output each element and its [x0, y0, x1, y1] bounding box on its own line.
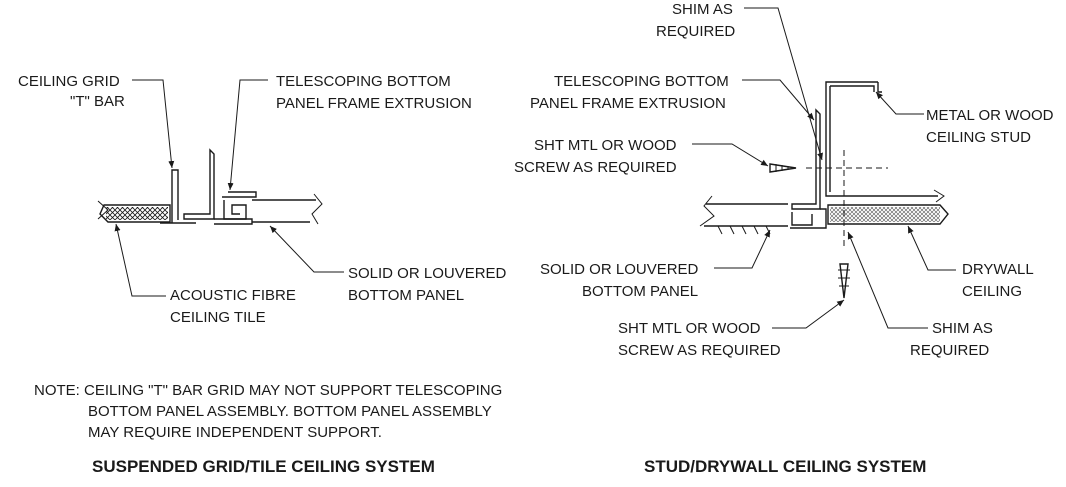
- top-screw-shape: [769, 163, 797, 173]
- ceiling-stud-shape: [825, 81, 945, 203]
- label-shim-bottom-2: REQUIRED: [910, 342, 989, 359]
- label-drywall-1: DRYWALL: [962, 261, 1034, 278]
- label-drywall-2: CEILING: [962, 283, 1022, 300]
- label-screw-bottom-1: SHT MTL OR WOOD: [618, 320, 761, 337]
- label-left-extrusion-1: TELESCOPING BOTTOM: [276, 73, 451, 90]
- label-right-panel-2: BOTTOM PANEL: [582, 283, 698, 300]
- label-screw-bottom-2: SCREW AS REQUIRED: [618, 342, 781, 359]
- label-shim-top-1: SHIM AS: [672, 1, 733, 18]
- label-ceiling-grid: CEILING GRID: [18, 73, 120, 90]
- leader-extrusion-left: [227, 79, 268, 191]
- leader-panel-left: [269, 225, 344, 273]
- left-bottom-panel-shape: [252, 193, 323, 225]
- label-right-extrusion-2: PANEL FRAME EXTRUSION: [530, 95, 726, 112]
- right-title: STUD/DRYWALL CEILING SYSTEM: [644, 457, 926, 476]
- drywall-shape: [827, 204, 949, 225]
- leader-panel-right: [714, 229, 771, 269]
- left-extrusion-shape: [183, 148, 257, 225]
- left-title: SUSPENDED GRID/TILE CEILING SYSTEM: [92, 457, 435, 476]
- label-shim-top-2: REQUIRED: [656, 23, 735, 40]
- leader-screw-bottom: [772, 299, 845, 329]
- bottom-screw-shape: [838, 263, 850, 299]
- leader-shim-bottom: [847, 231, 928, 329]
- right-bottom-panel-shape: [699, 195, 788, 235]
- left-detail: CEILING GRID "T" BAR TELESCOPING BOTTOM …: [18, 73, 507, 476]
- label-stud-2: CEILING STUD: [926, 129, 1031, 146]
- leader-screw-top: [692, 143, 769, 167]
- leader-grid: [132, 79, 175, 169]
- label-t-bar: "T" BAR: [70, 93, 125, 110]
- label-left-panel-1: SOLID OR LOUVERED: [348, 265, 507, 282]
- t-bar-shape: [160, 169, 196, 224]
- label-right-extrusion-1: TELESCOPING BOTTOM: [554, 73, 729, 90]
- label-acoustic-2: CEILING TILE: [170, 309, 266, 326]
- label-screw-top-2: SCREW AS REQUIRED: [514, 159, 677, 176]
- label-shim-bottom-1: SHIM AS: [932, 320, 993, 337]
- label-acoustic-1: ACOUSTIC FIBRE: [170, 287, 296, 304]
- right-detail: SHIM AS REQUIRED TELESCOPING BOTTOM PANE…: [514, 1, 1054, 476]
- label-stud-1: METAL OR WOOD: [926, 107, 1054, 124]
- acoustic-tile-shape: [97, 200, 171, 223]
- note-line-3: MAY REQUIRE INDEPENDENT SUPPORT.: [88, 424, 382, 441]
- note-line-1: NOTE: CEILING "T" BAR GRID MAY NOT SUPPO…: [34, 382, 502, 399]
- label-screw-top-1: SHT MTL OR WOOD: [534, 137, 677, 154]
- leader-extrusion-right: [742, 79, 815, 121]
- leader-shim-top: [744, 7, 823, 161]
- leader-tile: [114, 223, 166, 297]
- leader-drywall: [907, 225, 956, 271]
- leader-stud: [875, 91, 924, 115]
- label-left-extrusion-2: PANEL FRAME EXTRUSION: [276, 95, 472, 112]
- right-extrusion-shape: [790, 108, 827, 229]
- label-right-panel-1: SOLID OR LOUVERED: [540, 261, 699, 278]
- note-line-2: BOTTOM PANEL ASSEMBLY. BOTTOM PANEL ASSE…: [88, 403, 492, 420]
- label-left-panel-2: BOTTOM PANEL: [348, 287, 464, 304]
